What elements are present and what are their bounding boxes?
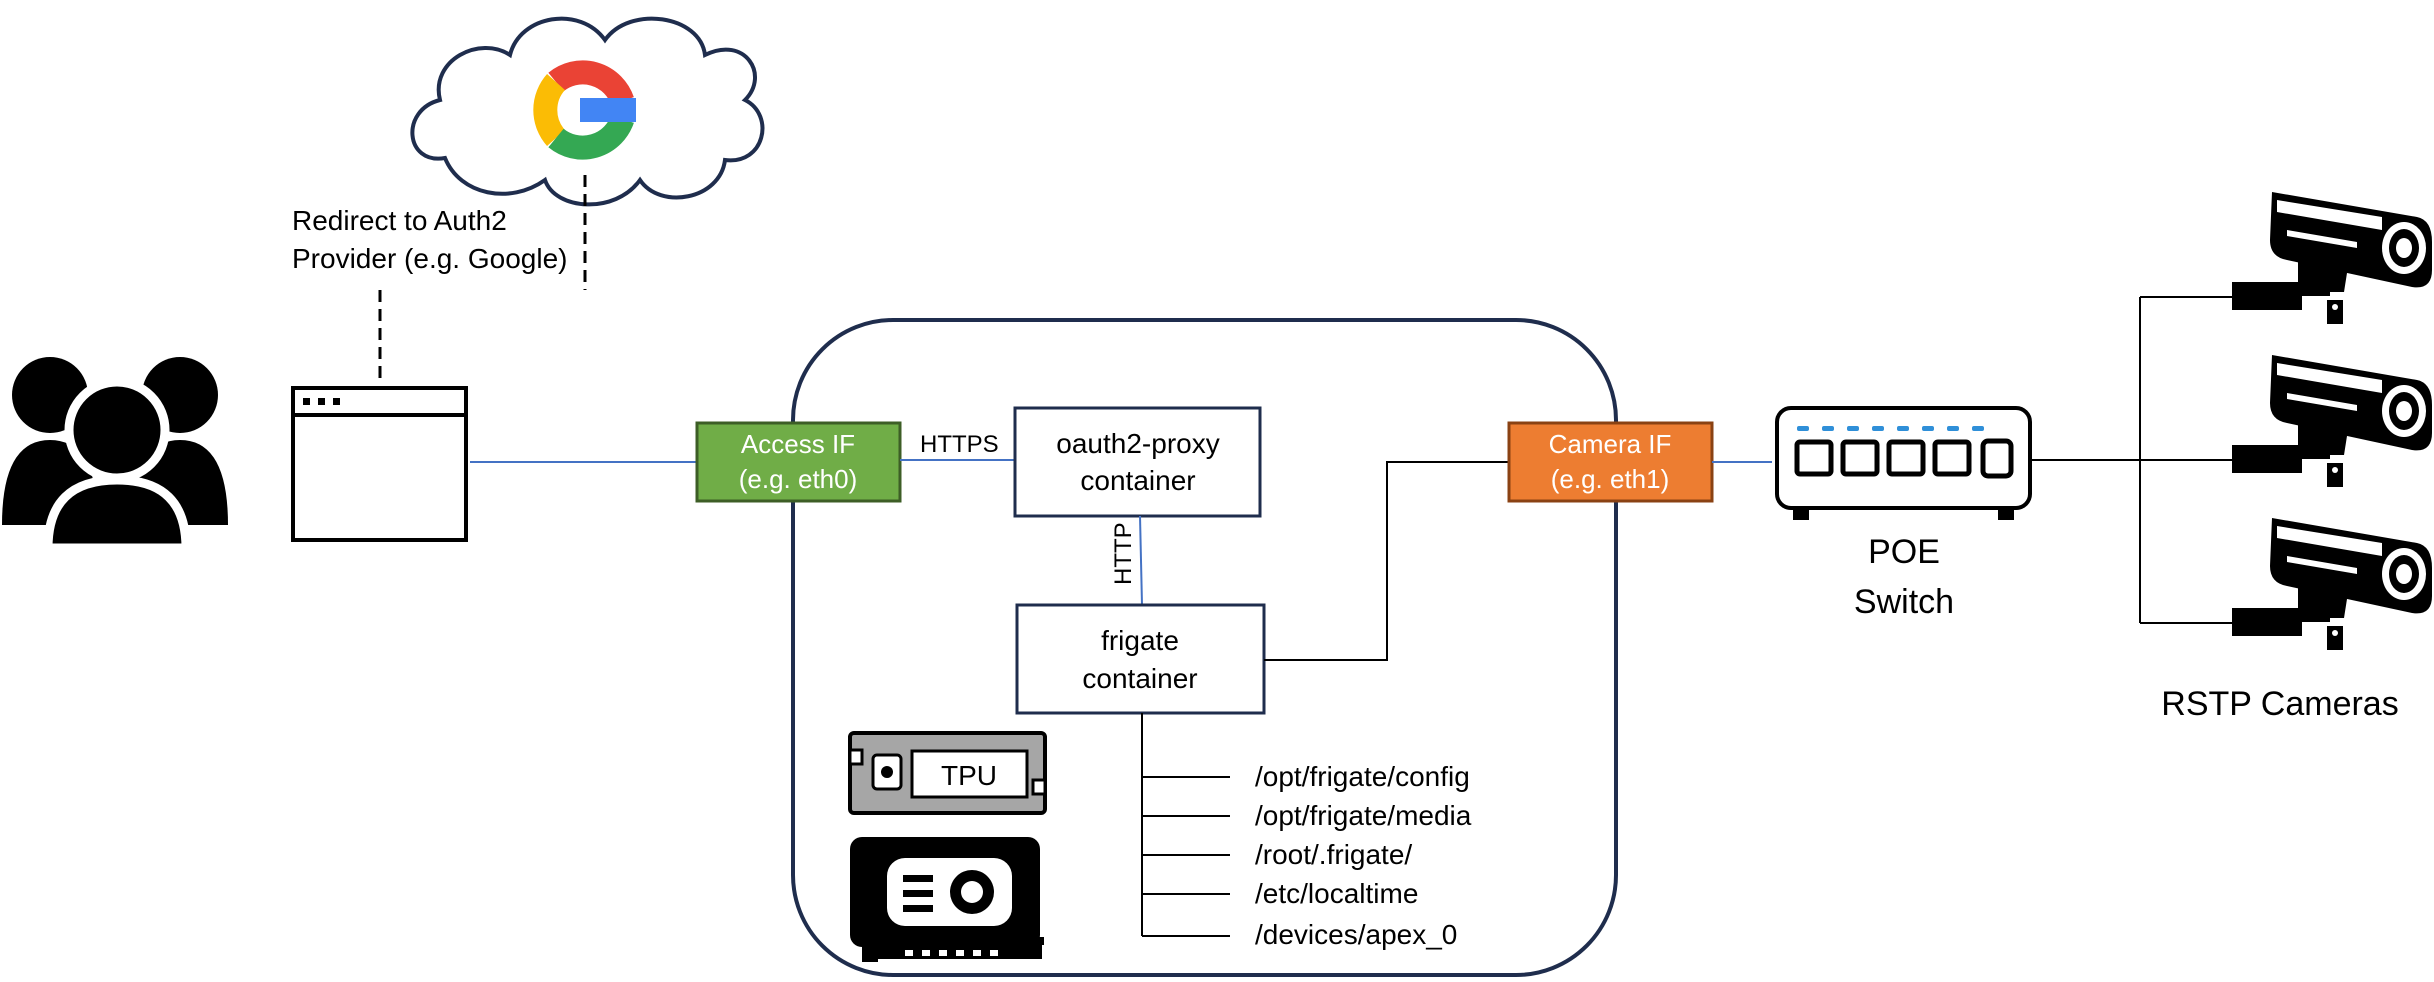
access-if-label-line2: (e.g. eth0) [739,464,858,494]
camera-if-label-line2: (e.g. eth1) [1551,464,1670,494]
frigate-label-line1: frigate [1101,625,1179,656]
http-link [1139,515,1143,606]
redirect-label-line1: Redirect to Auth2 [292,205,507,236]
http-label: HTTP [1110,522,1137,585]
gpu-card-icon [850,837,1044,962]
frigate-label-line2: container [1082,663,1197,694]
redirect-label-line2: Provider (e.g. Google) [292,243,567,274]
volume-item: /root/.frigate/ [1255,839,1412,870]
cameras-label: RSTP Cameras [2161,685,2398,723]
google-logo-icon [533,60,636,160]
oauth-label-line2: container [1080,465,1195,496]
camera-links [2030,296,2232,624]
browser-window-icon [291,386,468,542]
camera-if-label-line1: Camera IF [1549,429,1672,459]
camera-icon [2232,355,2432,487]
users-icon [2,357,228,553]
poe-label-line2: Switch [1854,583,1954,621]
poe-label-line1: POE [1868,533,1940,571]
poe-switch-icon [1775,406,2032,520]
camera-if-box: Camera IF (e.g. eth1) [1507,421,1714,503]
volume-item: /opt/frigate/media [1255,800,1472,831]
frigate-container-box: frigate container [1015,603,1266,715]
host-frame [791,318,1618,977]
camera-icon [2232,192,2432,324]
volume-item: /opt/frigate/config [1255,761,1470,792]
access-if-box: Access IF (e.g. eth0) [695,421,902,503]
oauth-label-line1: oauth2-proxy [1056,428,1219,459]
https-label: HTTPS [920,431,999,458]
camera-icon [2232,518,2432,650]
volumes-tree [1141,713,1230,937]
tpu-label: TPU [941,760,997,791]
access-if-label-line1: Access IF [741,429,855,459]
camera-network-link [1264,461,1509,661]
volume-item: /devices/apex_0 [1255,919,1457,950]
tpu-icon: TPU [848,731,1047,815]
oauth2-proxy-container-box: oauth2-proxy container [1013,406,1262,518]
volume-item: /etc/localtime [1255,878,1418,909]
